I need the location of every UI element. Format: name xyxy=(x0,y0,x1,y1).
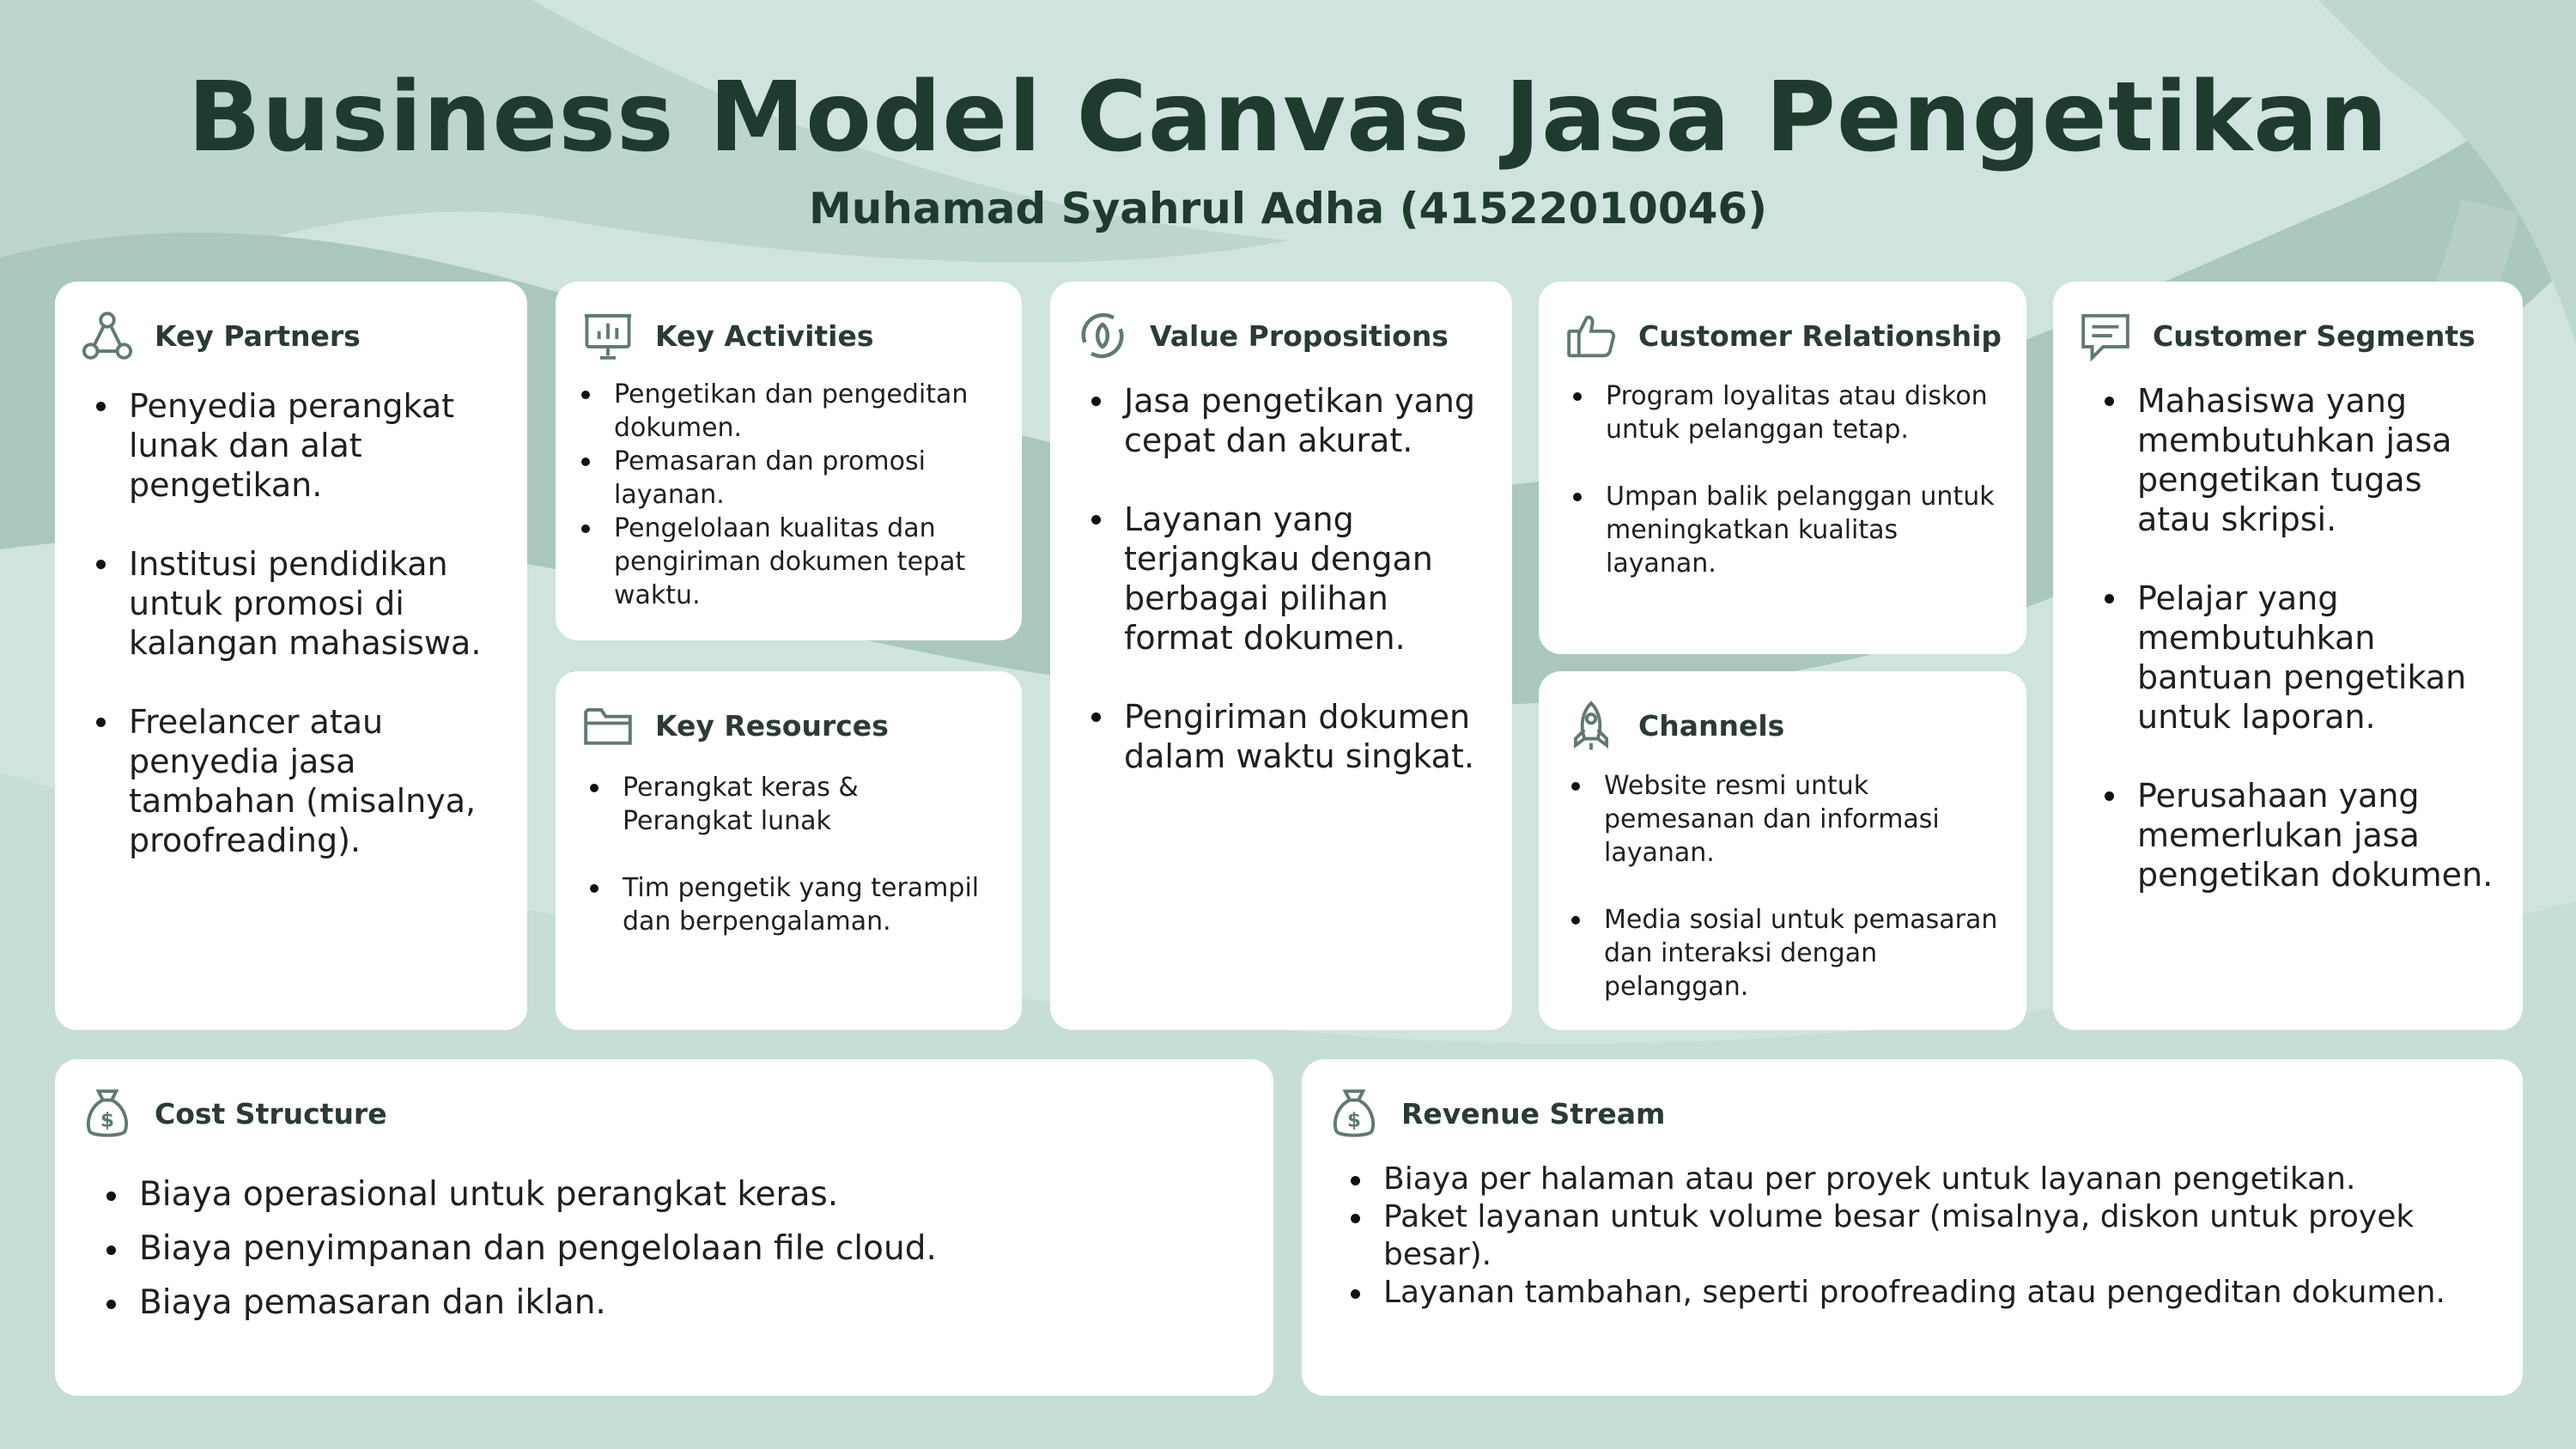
list-item: Biaya pemasaran dan iklan. xyxy=(106,1282,1238,1324)
card-title: Channels xyxy=(1638,708,1785,743)
list-item: Penyedia perangkat lunak dan alat penget… xyxy=(96,386,507,505)
card-value-propositions: Value Propositions Jasa pengetikan yang … xyxy=(1050,282,1512,1030)
list-item: Freelancer atau penyedia jasa tambahan (… xyxy=(96,702,507,860)
card-title: Revenue Stream xyxy=(1401,1096,1666,1131)
svg-text:$: $ xyxy=(1347,1109,1361,1132)
list-item: Media sosial untuk pemasaran dan interak… xyxy=(1571,903,2008,1003)
list-item: Layanan yang terjangkau dengan berbagai … xyxy=(1091,500,1485,658)
card-cost-structure: $ Cost Structure Biaya operasional untuk… xyxy=(55,1059,1273,1396)
list-item: Program loyalitas atau diskon untuk pela… xyxy=(1573,379,2001,446)
card-title: Key Partners xyxy=(155,318,361,353)
card-title: Customer Relationship xyxy=(1638,318,2002,353)
list-item: Pengiriman dokumen dalam waktu singkat. xyxy=(1091,697,1485,776)
money-bag-icon: $ xyxy=(87,1089,128,1137)
card-channels: Channels Website resmi untuk pemesanan d… xyxy=(1539,671,2026,1030)
list-item: Pelajar yang membutuhkan bantuan pengeti… xyxy=(2105,579,2502,737)
money-bag-icon: $ xyxy=(1334,1089,1375,1137)
list-item: Perusahaan yang memerlukan jasa pengetik… xyxy=(2105,776,2502,894)
list-item: Pemasaran dan promosi layanan. xyxy=(581,445,1009,512)
card-title: Key Activities xyxy=(655,318,874,353)
chat-icon xyxy=(2081,313,2129,362)
card-title: Key Resources xyxy=(655,708,889,743)
list-item: Pengelolaan kualitas dan pengiriman doku… xyxy=(581,512,1009,612)
list-item: Biaya penyimpanan dan pengelolaan file c… xyxy=(106,1228,1238,1270)
list-item: Website resmi untuk pemesanan dan inform… xyxy=(1571,769,2008,870)
card-key-partners: Key Partners Penyedia perangkat lunak da… xyxy=(55,282,527,1030)
thumbs-up-icon xyxy=(1567,315,1616,358)
list-item: Biaya per halaman atau per proyek untuk … xyxy=(1351,1161,2491,1198)
list-item: Pengetikan dan pengeditan dokumen. xyxy=(581,378,1009,445)
list-item: Biaya operasional untuk perangkat keras. xyxy=(106,1174,1238,1216)
card-title: Value Propositions xyxy=(1150,318,1449,353)
card-customer-relationship: Customer Relationship Program loyalitas … xyxy=(1539,282,2026,654)
presentation-chart-icon xyxy=(584,313,632,360)
card-key-resources: Key Resources Perangkat keras & Perangka… xyxy=(556,671,1022,1030)
page-subtitle: Muhamad Syahrul Adha (41522010046) xyxy=(808,184,1768,233)
folder-icon xyxy=(584,707,632,745)
list-item: Layanan tambahan, seperti proofreading a… xyxy=(1351,1274,2491,1312)
list-item: Perangkat keras & Perangkat lunak xyxy=(590,771,992,838)
page-title: Business Model Canvas Jasa Pengetikan xyxy=(187,62,2389,173)
card-revenue-stream: $ Revenue Stream Biaya per halaman atau … xyxy=(1302,1059,2523,1396)
list-item: Umpan balik pelanggan untuk meningkatkan… xyxy=(1573,480,2001,580)
list-item: Jasa pengetikan yang cepat dan akurat. xyxy=(1091,381,1485,460)
list-item: Paket layanan untuk volume besar (misaln… xyxy=(1351,1198,2491,1274)
list-item: Institusi pendidikan untuk promosi di ka… xyxy=(96,544,507,663)
card-key-activities: Key Activities Pengetikan dan pengeditan… xyxy=(556,282,1022,640)
cycle-icon xyxy=(1081,312,1124,359)
rocket-icon xyxy=(1573,700,1609,750)
card-customer-segments: Customer Segments Mahasiswa yang membutu… xyxy=(2053,282,2523,1030)
svg-text:$: $ xyxy=(100,1109,114,1132)
list-item: Tim pengetik yang terampil dan berpengal… xyxy=(590,871,992,938)
card-title: Cost Structure xyxy=(155,1096,387,1131)
card-title: Customer Segments xyxy=(2153,318,2476,353)
list-item: Mahasiswa yang membutuhkan jasa pengetik… xyxy=(2105,381,2502,539)
network-icon xyxy=(82,312,133,360)
